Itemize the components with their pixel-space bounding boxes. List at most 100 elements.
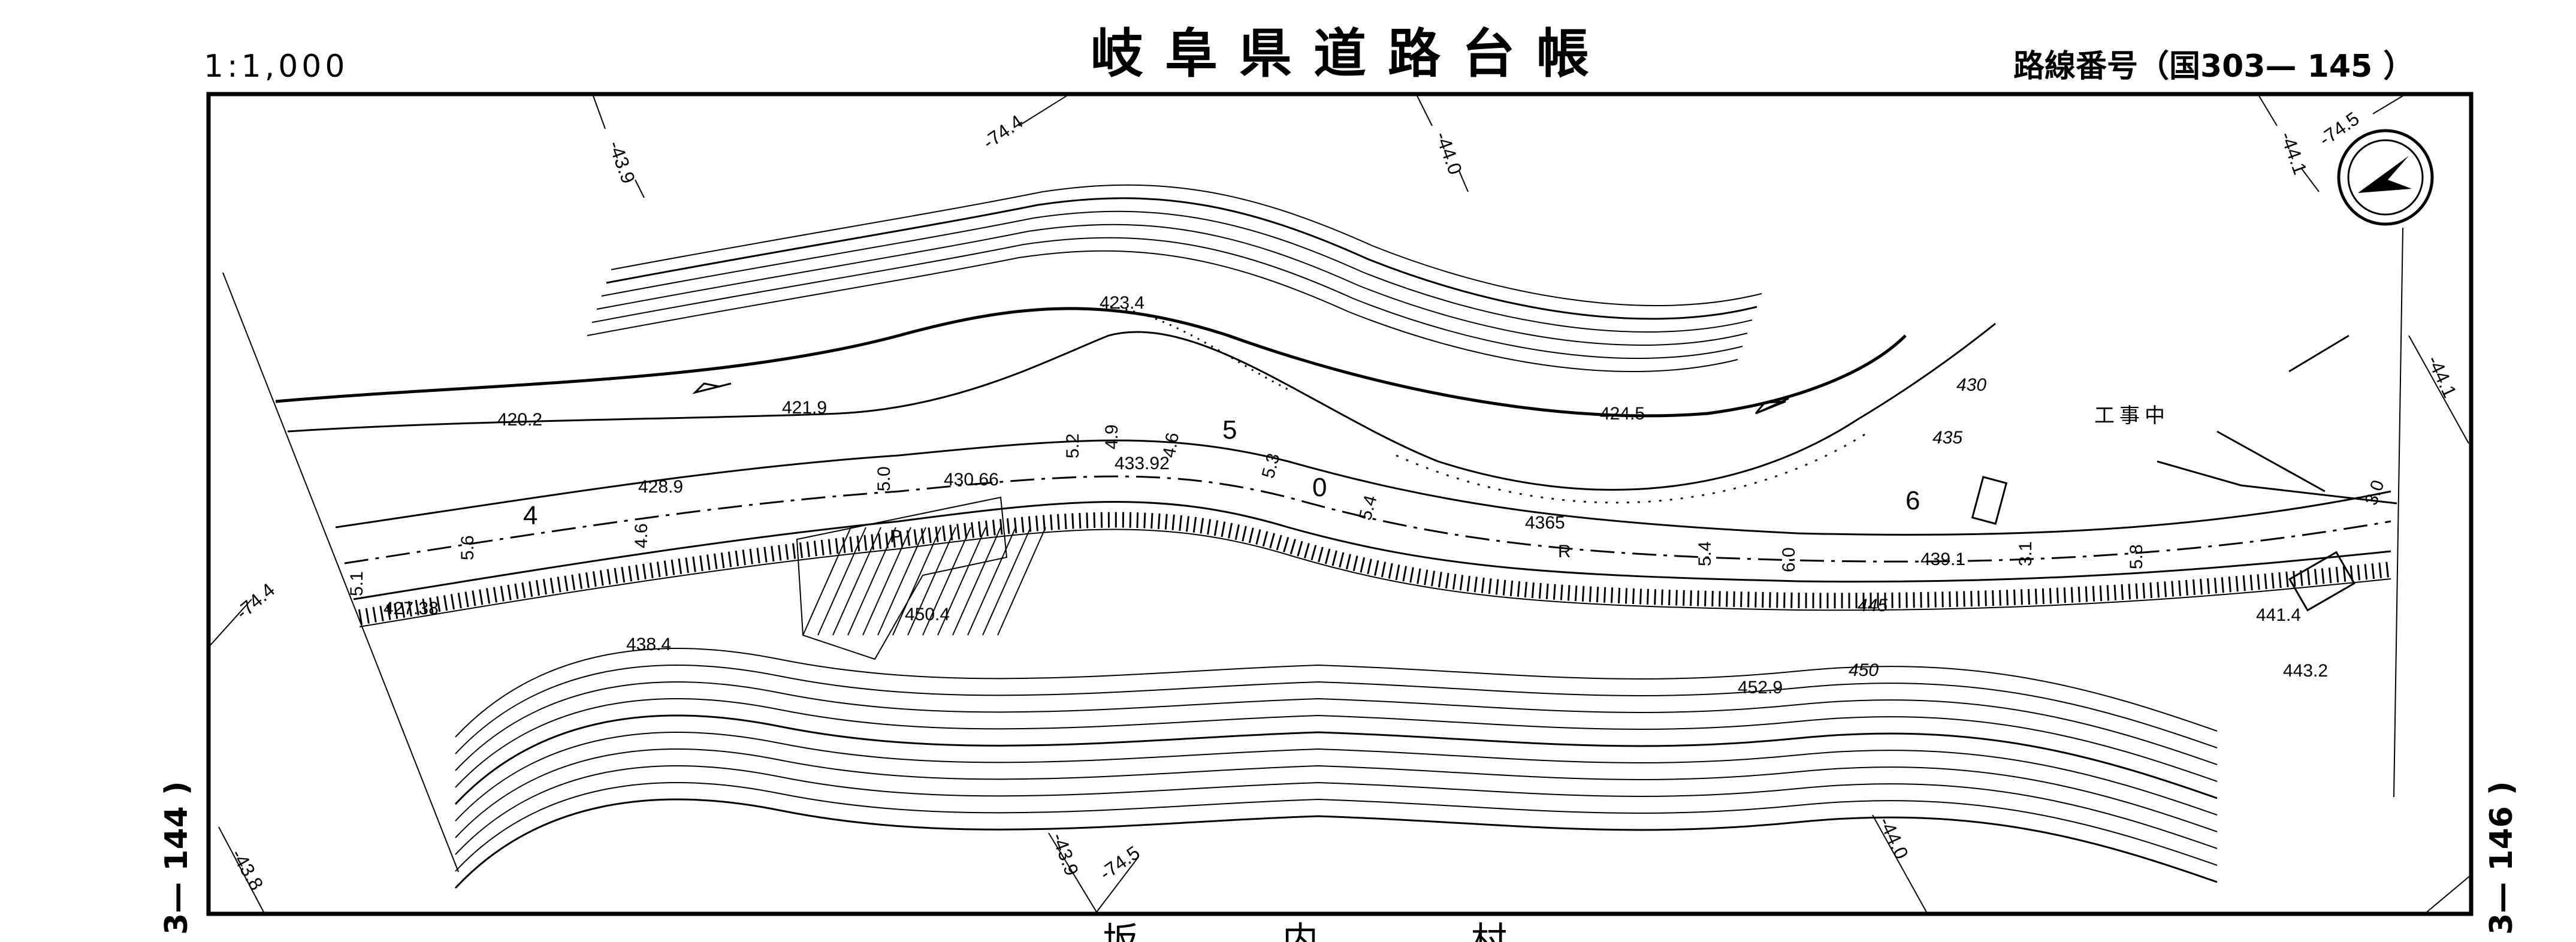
station-number: 5 bbox=[1222, 415, 1237, 445]
elevation-label: 438.4 bbox=[626, 635, 671, 654]
contour-line bbox=[455, 648, 2218, 738]
elevation-label: 424.5 bbox=[1600, 404, 1645, 424]
contour-line bbox=[455, 782, 2218, 872]
contour-line bbox=[606, 197, 1757, 320]
road-route-303 bbox=[335, 439, 2392, 627]
contour-line bbox=[591, 237, 1743, 359]
grid-label: -74.4 bbox=[979, 110, 1026, 153]
elevation-label: 427.38 bbox=[383, 599, 439, 618]
hatch-line bbox=[907, 527, 956, 636]
river-flow-arrow-icon bbox=[1754, 397, 1789, 415]
sheet-boundary-right bbox=[2393, 227, 2403, 798]
road-width-label: 5.8 bbox=[2127, 544, 2146, 569]
place-name-char: 内 bbox=[1282, 920, 1318, 942]
grid-label: -74.5 bbox=[1095, 841, 1143, 884]
hatch-line bbox=[967, 527, 1016, 636]
road-width-label: 5.0 bbox=[874, 466, 894, 491]
contour-line bbox=[455, 765, 2218, 855]
contour-label: 450 bbox=[1849, 660, 1879, 680]
road-width-label: 3.1 bbox=[2016, 541, 2036, 566]
hatch-line bbox=[877, 527, 926, 636]
road-width-label: 6.0 bbox=[1779, 547, 1799, 572]
hatch-line bbox=[802, 527, 851, 636]
hatch-line bbox=[817, 527, 866, 636]
elevation-label: 423.4 bbox=[1100, 293, 1144, 313]
hatch-line bbox=[832, 527, 881, 636]
hatch-line bbox=[862, 527, 911, 636]
hatch-line bbox=[892, 527, 941, 636]
grid-label: -43.8 bbox=[227, 846, 268, 894]
hatch-line bbox=[952, 527, 1001, 636]
building bbox=[2288, 551, 2356, 612]
hatch-line bbox=[982, 527, 1031, 636]
side-road bbox=[2216, 334, 2349, 493]
north-arrow-icon bbox=[2337, 129, 2434, 226]
grid-ticks bbox=[208, 95, 2472, 913]
river bbox=[275, 304, 1996, 504]
hatch-line bbox=[922, 527, 971, 636]
place-name-char: 坂 bbox=[1103, 920, 1138, 942]
road-width-label: 5.4 bbox=[1695, 541, 1715, 566]
contour-line bbox=[455, 732, 2218, 822]
elevation-label: 443.2 bbox=[2283, 661, 2328, 681]
contour-line bbox=[596, 224, 1748, 346]
contour-line bbox=[455, 665, 2218, 754]
contour-line bbox=[454, 798, 2218, 889]
contour-line bbox=[455, 681, 2218, 771]
elevation-label: 4365 bbox=[1525, 513, 1565, 533]
adjacent-sheet-left: 3— 144 ) bbox=[159, 781, 195, 935]
hatch-line bbox=[997, 527, 1046, 636]
hatch-line bbox=[937, 527, 986, 636]
road-width-label: 4.9 bbox=[1102, 424, 1122, 449]
building bbox=[1971, 476, 2008, 525]
road-width-label: 4.6 bbox=[1159, 431, 1183, 459]
side-road bbox=[2157, 460, 2397, 505]
grid-label: -43.9 bbox=[604, 138, 639, 186]
contour-label: 430 bbox=[1956, 375, 1986, 395]
road-width-label: 5.4 bbox=[1355, 493, 1381, 523]
construction-label: 工事中 bbox=[2094, 404, 2170, 428]
adjacent-sheet-right: 3— 146 ) bbox=[2484, 781, 2520, 935]
grid-label: -74.5 bbox=[2315, 107, 2363, 150]
elevation-label: 441.4 bbox=[2256, 605, 2301, 625]
parcel-hatch bbox=[802, 527, 1046, 636]
grid-label: -43.9 bbox=[1047, 830, 1083, 878]
contour-lines-south bbox=[454, 648, 2218, 889]
map-frame bbox=[206, 92, 2474, 916]
place-name-char: 村 bbox=[1471, 920, 1507, 942]
road-symbol: R bbox=[1558, 542, 1571, 561]
contour-line bbox=[454, 714, 2218, 805]
station-number: 4 bbox=[523, 501, 537, 530]
contour-line bbox=[455, 748, 2218, 838]
contour-line bbox=[455, 698, 2218, 788]
contour-line bbox=[587, 250, 1738, 372]
grid-label: -44.0 bbox=[1431, 129, 1466, 177]
contour-line bbox=[601, 210, 1753, 333]
map-scale: 1:1,000 bbox=[204, 49, 348, 84]
grid-label: -44.1 bbox=[2276, 129, 2311, 177]
elevation-label: 430.66 bbox=[944, 470, 999, 490]
hatch-line bbox=[847, 527, 896, 636]
elevation-label: 421.9 bbox=[782, 398, 827, 418]
river-flow-arrow-icon bbox=[692, 382, 732, 394]
road-width-label: 3.0 bbox=[2361, 478, 2388, 508]
contour-label: 435 bbox=[1932, 428, 1962, 448]
page-title: 岐阜県道路台帳 bbox=[1091, 23, 1611, 84]
road-width-label: 4.6 bbox=[632, 523, 651, 548]
grid-label: -74.4 bbox=[231, 579, 279, 623]
elevation-label: 420.2 bbox=[497, 410, 542, 430]
elevation-label: 452.9 bbox=[1738, 678, 1783, 698]
parcel-symbol: P bbox=[890, 527, 902, 547]
station-number: 6 bbox=[1905, 486, 1920, 515]
contour-lines-north bbox=[587, 184, 1762, 372]
road-width-label: 5.1 bbox=[347, 571, 367, 596]
elevation-label: 439.1 bbox=[1920, 550, 1965, 569]
contour-line bbox=[611, 184, 1762, 306]
station-number: 0 bbox=[1312, 473, 1327, 502]
route-number: 路線番号（国303— 145 ） bbox=[2013, 49, 2414, 84]
elevation-label: 433.92 bbox=[1115, 454, 1170, 473]
sheet-boundary-left bbox=[222, 272, 459, 872]
road-width-label: 5.2 bbox=[1063, 433, 1083, 458]
grid-label: -44.0 bbox=[1875, 814, 1913, 862]
